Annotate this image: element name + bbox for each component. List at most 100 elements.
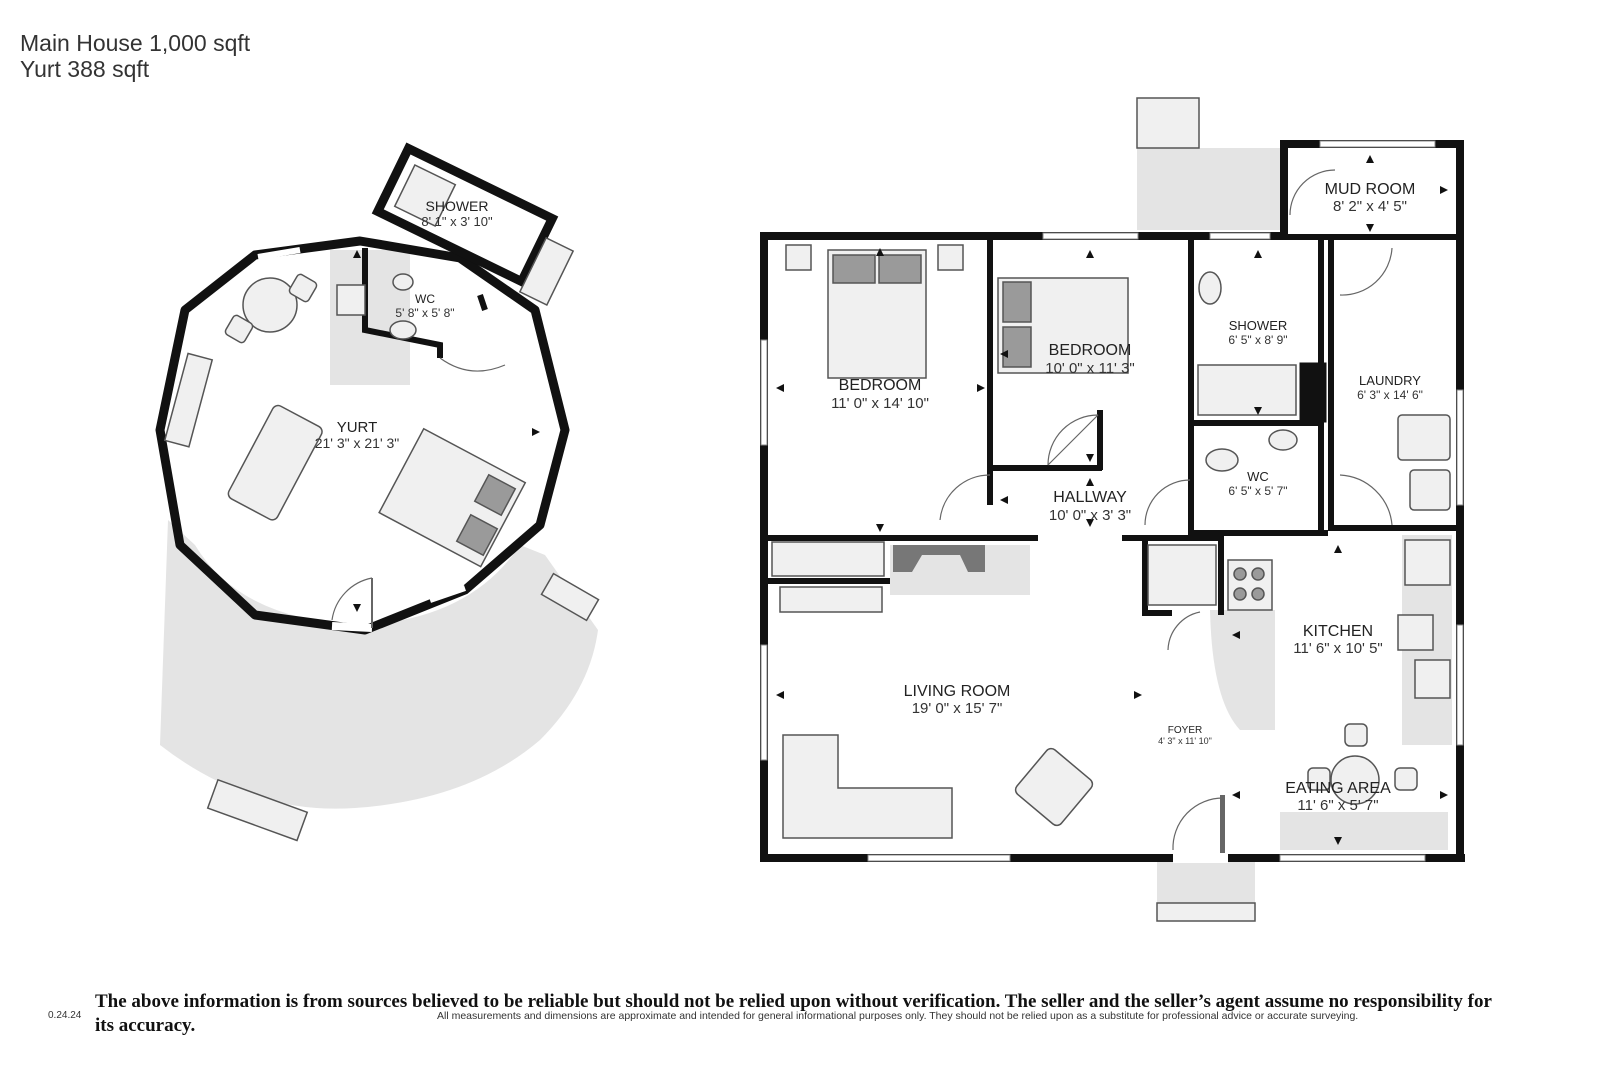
bedroom2-dim: 10' 0" x 11' 3"	[1045, 360, 1135, 377]
window	[1319, 140, 1436, 148]
wall-bed2-south	[987, 465, 1102, 471]
yurt-wc-door	[439, 357, 506, 372]
bed-pillow	[878, 254, 922, 284]
front-porch	[1157, 862, 1255, 904]
arrow	[1086, 454, 1094, 462]
yurt-sofa	[227, 404, 323, 521]
yurt-chair	[288, 273, 318, 303]
refrigerator	[1404, 539, 1451, 586]
window	[1042, 232, 1139, 240]
arrow	[776, 691, 784, 699]
shower-divider	[1299, 362, 1327, 423]
shower-dim: 6' 5" x 8' 9"	[1228, 333, 1287, 347]
yurt-window	[257, 247, 301, 260]
wall-closet-south	[768, 578, 890, 584]
arrow	[1254, 407, 1262, 415]
tv-console	[779, 586, 883, 613]
arrow	[1440, 186, 1448, 194]
arrow	[1366, 224, 1374, 232]
yurt-chair	[224, 314, 254, 344]
arrow	[1086, 519, 1094, 527]
foyer-label: FOYER	[1168, 725, 1202, 736]
laundry-south-door	[1339, 474, 1393, 526]
window	[1456, 624, 1464, 746]
dining-chair	[1394, 767, 1418, 791]
dining-table	[1330, 755, 1380, 805]
front-door	[1220, 795, 1225, 853]
front-door-swing	[1172, 797, 1224, 851]
nightstand	[937, 244, 964, 271]
burner	[1251, 567, 1265, 581]
window	[1456, 389, 1464, 506]
dimension-arrows	[353, 155, 1448, 845]
yurt-door-swing	[331, 577, 373, 621]
wall-bed2-door	[1097, 410, 1103, 470]
mudroom-west-wall	[1280, 140, 1288, 240]
laundry-dim: 6' 3" x 14' 6"	[1357, 388, 1423, 402]
arrow	[977, 384, 985, 392]
kitchen-dim: 11' 6" x 10' 5"	[1293, 640, 1383, 657]
burner	[1233, 587, 1247, 601]
window	[760, 339, 768, 446]
yurt-bath-floor	[330, 250, 410, 385]
mudroom-door	[1289, 169, 1336, 216]
wall-wc-south	[1188, 530, 1328, 536]
arrow	[532, 428, 540, 436]
yurt-sink	[389, 320, 417, 340]
washer	[1397, 414, 1451, 461]
nightstand	[785, 244, 812, 271]
arrow	[1000, 496, 1008, 504]
back-porch	[1137, 148, 1282, 230]
kitchen-island-floor	[1210, 610, 1275, 730]
closet-door	[1167, 611, 1201, 651]
bath-sink	[1198, 271, 1222, 305]
bedroom2-door	[1047, 414, 1099, 466]
front-door-opening	[1173, 853, 1228, 863]
closet1	[771, 541, 885, 577]
wall-bed1-bed2	[987, 240, 993, 505]
yurt-shower-label: SHOWER	[426, 198, 489, 214]
arrow	[1334, 837, 1342, 845]
burner	[1251, 587, 1265, 601]
bedroom2-label: BEDROOM	[1049, 342, 1132, 359]
yurt-wc-wall	[477, 294, 488, 311]
yurt-window	[197, 538, 228, 577]
yurt-deck	[160, 520, 598, 809]
stove	[1227, 559, 1273, 611]
kitchen-label: KITCHEN	[1303, 623, 1373, 640]
shower-stall	[1197, 364, 1297, 416]
yurt-side-step	[540, 572, 600, 622]
arrow	[876, 524, 884, 532]
eating-area-label: EATING AREA	[1285, 780, 1391, 797]
arrow	[353, 250, 361, 258]
arrow	[1254, 250, 1262, 258]
south-wall	[760, 854, 1465, 862]
window	[760, 644, 768, 761]
disclaimer-text: The above information is from sources be…	[95, 991, 1492, 1036]
living-room-label: LIVING ROOM	[904, 683, 1011, 700]
yurt-wc-label: WC	[415, 292, 435, 306]
wc-door	[1144, 479, 1191, 526]
yurt-wc-dim: 5' 8" x 5' 8"	[395, 306, 454, 320]
version-label: 0.24.24	[48, 1010, 82, 1021]
arrow	[1440, 791, 1448, 799]
yurt-dim: 21' 3" x 21' 3"	[315, 435, 400, 451]
yurt-shower-dim: 8' 1" x 3' 10"	[421, 214, 493, 229]
toilet	[1205, 448, 1239, 472]
wall-closet2-west	[1142, 535, 1148, 615]
wall-closet2-north	[1122, 535, 1222, 541]
yurt-table	[242, 277, 298, 333]
wall-closet2-east	[1218, 535, 1224, 615]
yurt-door-opening	[331, 622, 373, 632]
dishwasher	[1397, 614, 1434, 651]
foyer-dim: 4' 3" x 11' 10"	[1158, 736, 1212, 746]
laundry-door	[1339, 247, 1393, 296]
hallway-dim: 10' 0" x 3' 3"	[1049, 507, 1131, 524]
north-wall	[760, 232, 1280, 240]
arrow	[1232, 631, 1240, 639]
window	[867, 854, 1011, 862]
mud-room-label: MUD ROOM	[1325, 181, 1416, 198]
arrow	[353, 604, 361, 612]
main-house-area-label: Main House 1,000 sqft	[20, 30, 251, 56]
yurt-window	[429, 585, 466, 603]
